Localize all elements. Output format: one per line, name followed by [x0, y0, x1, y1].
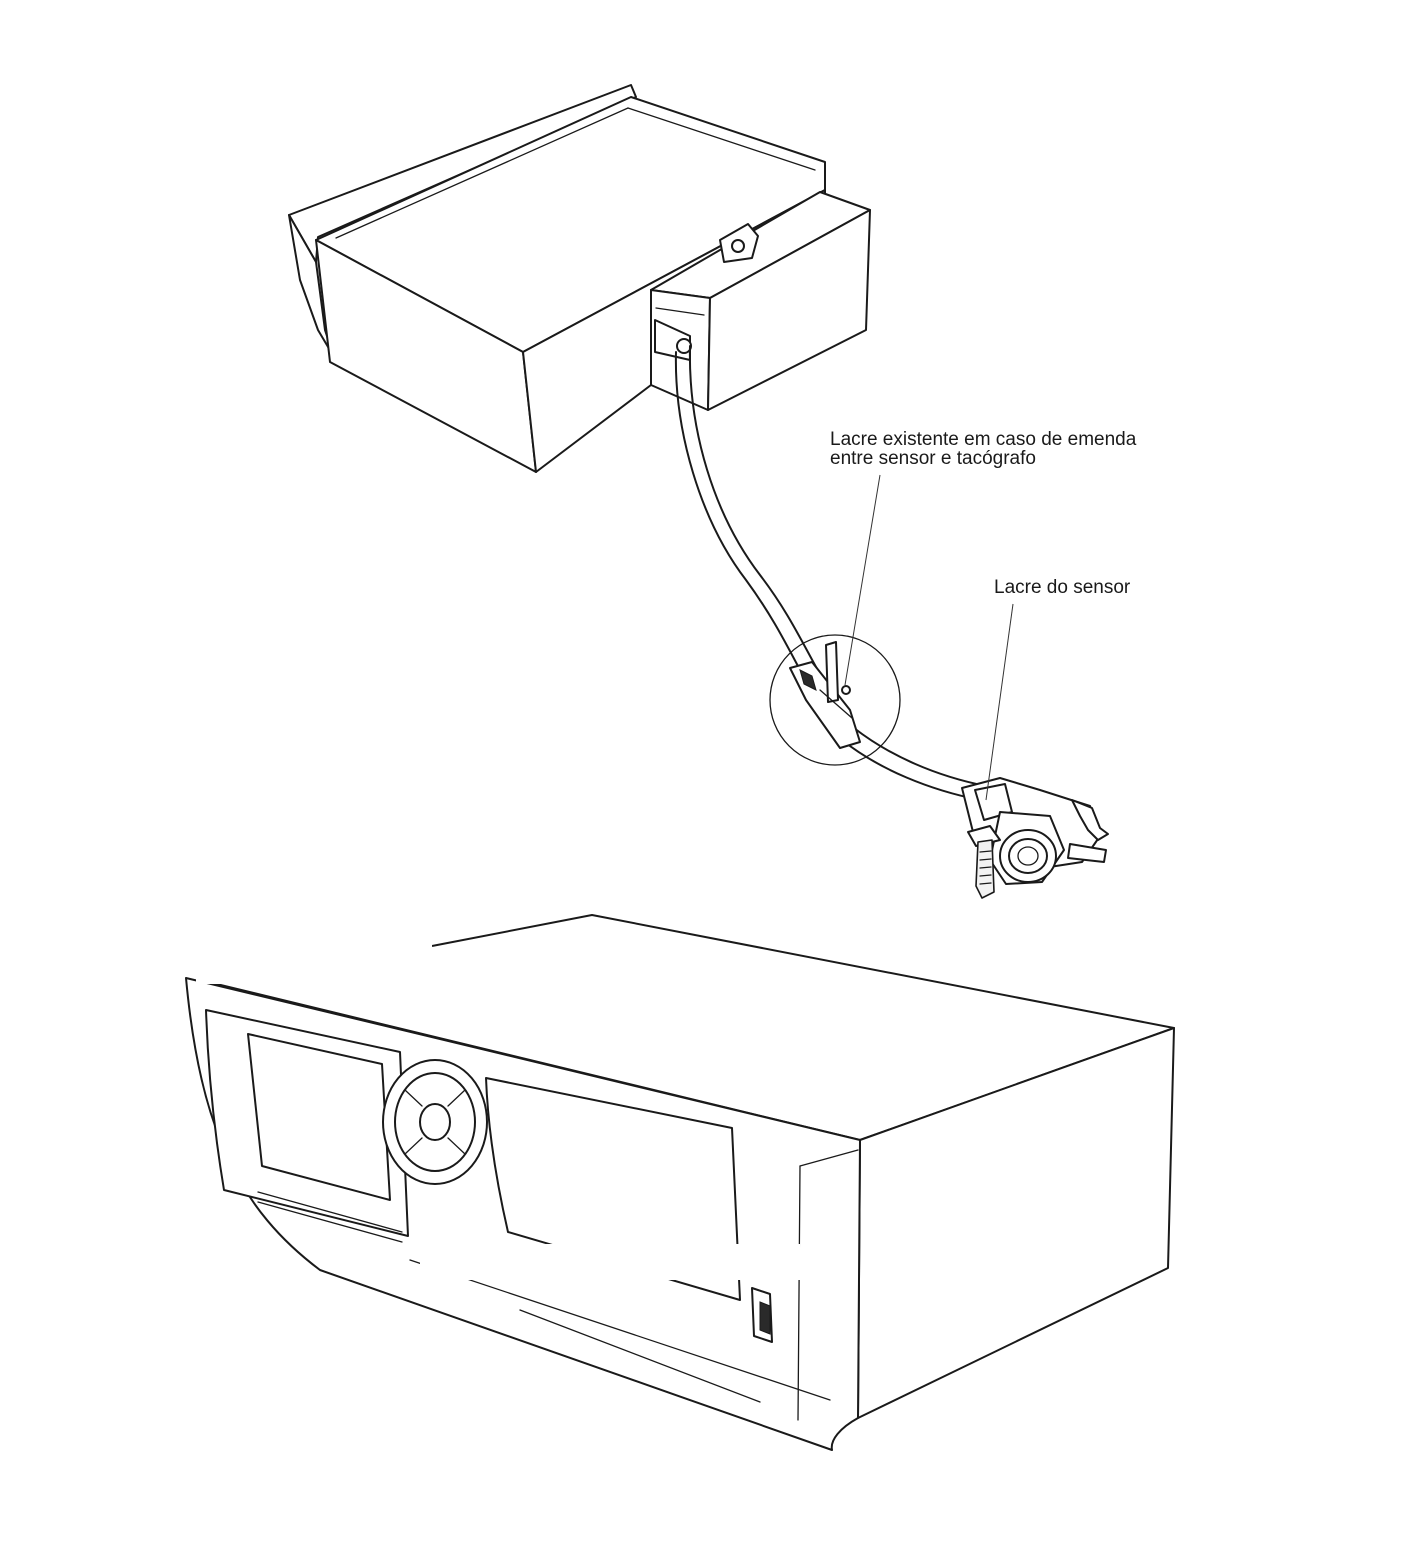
sensor-cable [674, 345, 987, 801]
scan-gap [420, 1244, 800, 1280]
splice-seal-line2: entre sensor e tacógrafo [830, 448, 1036, 469]
tachograph-front-view [185, 914, 1175, 1451]
sensor-seal-callout: Lacre do sensor [994, 577, 1131, 598]
speed-sensor [961, 777, 1109, 899]
tachograph-rear-view [288, 84, 871, 473]
splice-seal-detail [769, 634, 901, 766]
scan-gap-top [196, 944, 432, 984]
splice-seal-leader [844, 474, 881, 686]
splice-seal-callout: Lacre existente em caso de emenda entre … [830, 430, 1136, 468]
splice-seal-line1: Lacre existente em caso de emenda [830, 429, 1137, 450]
sensor-seal-leader [985, 603, 1014, 801]
